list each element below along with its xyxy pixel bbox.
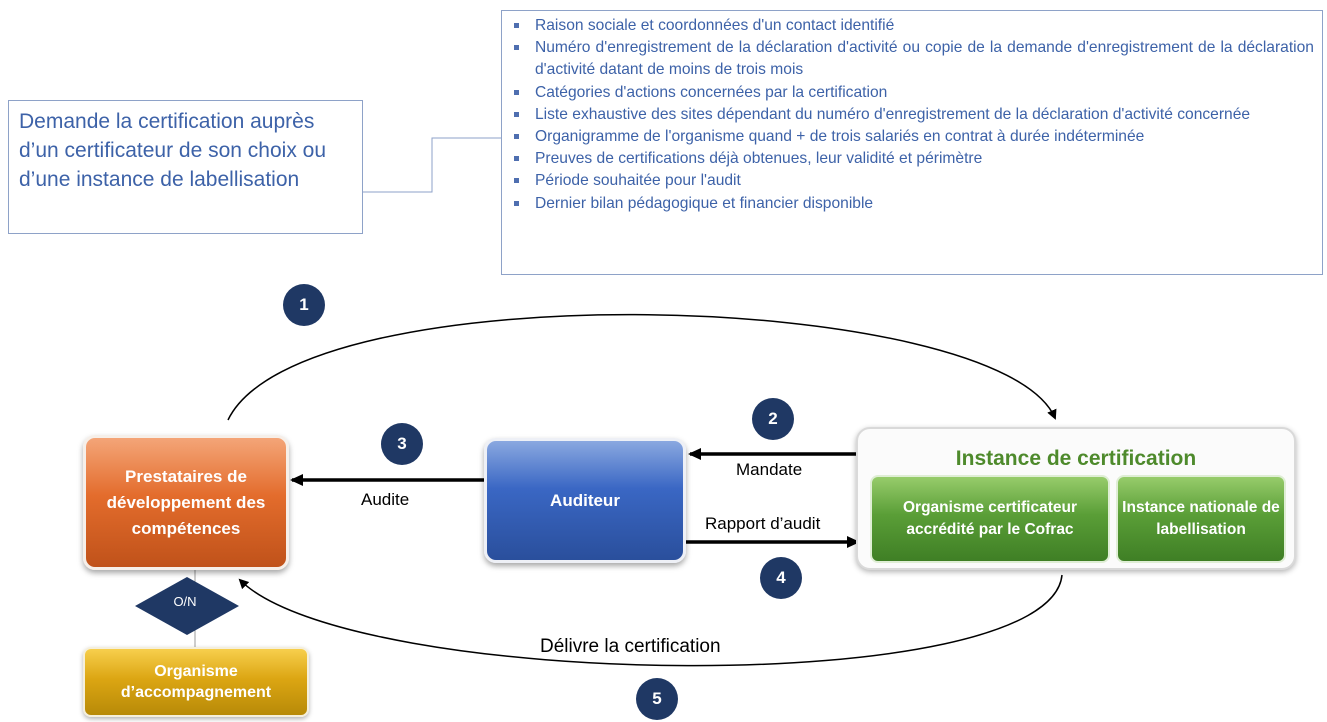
on-label: O/N bbox=[173, 594, 197, 609]
requirement-item: Période souhaitée pour l'audit bbox=[512, 170, 1314, 192]
prestataires-node: Prestataires de développement des compét… bbox=[83, 435, 289, 570]
accompagnement-node: Organisme d’accompagnement bbox=[83, 647, 309, 717]
instance-certification-node: Instance de certification Organisme cert… bbox=[856, 427, 1296, 570]
request-note: Demande la certification auprès d’un cer… bbox=[8, 100, 363, 234]
mandate-label: Mandate bbox=[736, 460, 803, 479]
request-note-text: Demande la certification auprès d’un cer… bbox=[19, 110, 327, 191]
note-connector bbox=[363, 137, 501, 193]
deliver-arc bbox=[238, 574, 1063, 667]
requirement-item: Raison sociale et coordonnées d'un conta… bbox=[512, 15, 1314, 37]
requirements-list: Raison sociale et coordonnées d'un conta… bbox=[502, 11, 1322, 215]
instance-nationale-node: Instance nationale de labellisation bbox=[1116, 475, 1286, 563]
step-3-badge: 3 bbox=[381, 423, 423, 465]
step-4-badge: 4 bbox=[760, 557, 802, 599]
step-1-badge: 1 bbox=[283, 284, 325, 326]
request-arc bbox=[227, 313, 1057, 421]
delivre-label: Délivre la certification bbox=[540, 636, 721, 657]
organisme-certificateur-node: Organisme certificateur accrédité par le… bbox=[870, 475, 1110, 563]
requirement-item: Liste exhaustive des sites dépendant du … bbox=[512, 104, 1314, 126]
requirement-item: Dernier bilan pédagogique et financier d… bbox=[512, 193, 1314, 215]
requirement-item: Catégories d'actions concernées par la c… bbox=[512, 82, 1314, 104]
on-diamond bbox=[135, 577, 239, 635]
requirements-box: Raison sociale et coordonnées d'un conta… bbox=[501, 10, 1323, 275]
requirement-item: Numéro d'enregistrement de la déclaratio… bbox=[512, 37, 1314, 81]
auditeur-node: Auditeur bbox=[484, 438, 686, 563]
step-5-badge: 5 bbox=[636, 678, 678, 720]
rapport-label: Rapport d’audit bbox=[705, 514, 821, 533]
requirement-item: Preuves de certifications déjà obtenues,… bbox=[512, 148, 1314, 170]
requirement-item: Organigramme de l'organisme quand + de t… bbox=[512, 126, 1314, 148]
step-2-badge: 2 bbox=[752, 398, 794, 440]
instance-title: Instance de certification bbox=[955, 447, 1197, 470]
audite-label: Audite bbox=[361, 490, 410, 509]
